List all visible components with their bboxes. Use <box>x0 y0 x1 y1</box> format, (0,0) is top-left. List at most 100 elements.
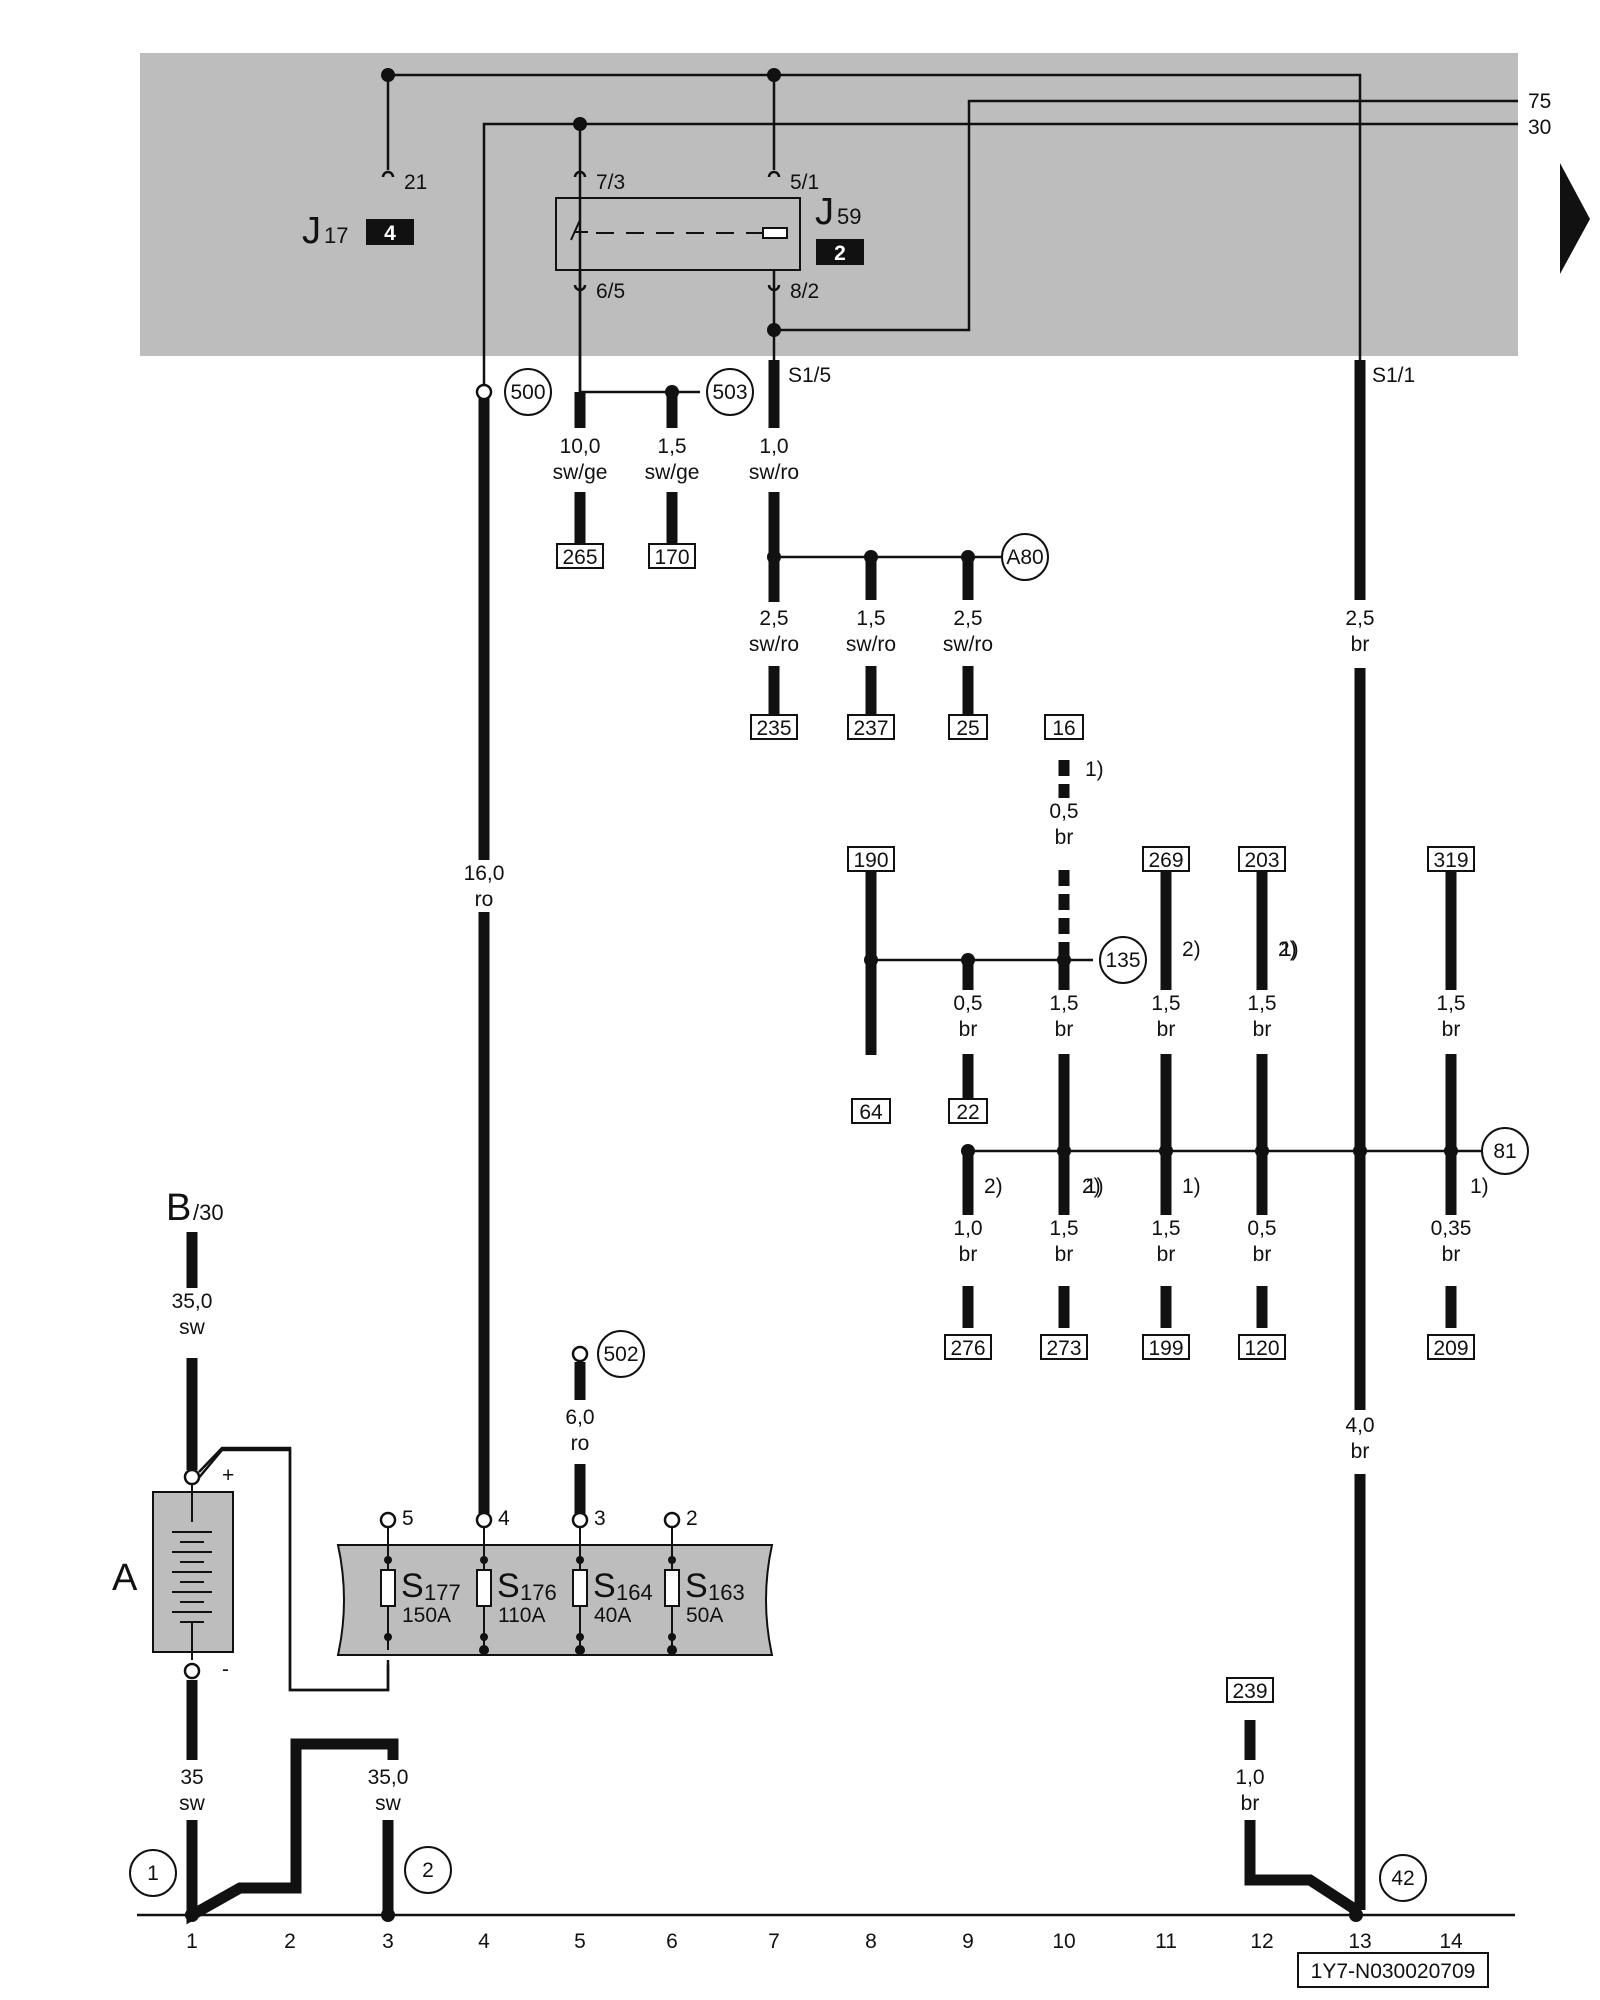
battery[interactable] <box>152 1484 234 1660</box>
footnote-mark: 1) <box>1085 1175 1104 1198</box>
footnote-mark: 1) <box>1470 1175 1489 1198</box>
junction <box>767 68 781 82</box>
wire-label: 1,0br <box>1222 1764 1278 1815</box>
box-ref[interactable]: 276 <box>944 1334 992 1360</box>
terminal <box>663 1511 681 1529</box>
wire-gauge: 1,5 <box>856 607 885 630</box>
wire-color: sw <box>179 1316 206 1339</box>
wire-label: 35,0 sw <box>164 1288 220 1339</box>
junction <box>961 550 975 564</box>
wire-gauge: 0,35 <box>1431 1217 1472 1240</box>
wire-color: br <box>1055 1243 1074 1266</box>
box-ref[interactable]: 120 <box>1238 1334 1286 1360</box>
source-subscript: /30 <box>193 1200 224 1225</box>
column-number: 10 <box>1052 1930 1075 1953</box>
j59-badge <box>816 239 864 265</box>
box-ref[interactable]: 170 <box>648 543 696 569</box>
box-ref[interactable]: 265 <box>556 543 604 569</box>
box-ref-label: 209 <box>1433 1337 1468 1360</box>
column-number: 12 <box>1250 1930 1273 1953</box>
circle-ref[interactable]: 502 <box>597 1330 645 1378</box>
doc-code: 1Y7-N030020709 <box>1311 1960 1476 1983</box>
box-ref-label: 235 <box>756 717 791 740</box>
wire-gauge: 4,0 <box>1345 1414 1374 1437</box>
box-ref[interactable]: 199 <box>1142 1334 1190 1360</box>
box-ref-label: 120 <box>1244 1337 1279 1360</box>
circle-ref-label: 503 <box>712 381 747 404</box>
junction <box>864 550 878 564</box>
branch-lines <box>196 390 1485 1692</box>
box-ref[interactable]: 239 <box>1226 1677 1274 1703</box>
box-ref[interactable]: 64 <box>851 1098 891 1124</box>
j59-pin-6-5: 6/5 <box>596 280 625 303</box>
box-ref[interactable]: 237 <box>847 714 895 740</box>
circle-ref[interactable]: 1 <box>129 1849 177 1897</box>
junction <box>1353 1144 1367 1158</box>
wire-color: br <box>1442 1018 1461 1041</box>
fuse-id: S <box>497 1567 520 1605</box>
terminal <box>571 1511 589 1529</box>
box-ref[interactable]: 273 <box>1040 1334 1088 1360</box>
footnote-mark: 2) <box>1182 938 1201 961</box>
circle-ref[interactable]: 135 <box>1099 936 1147 984</box>
fuse-subscript: 177 <box>424 1580 461 1605</box>
box-ref[interactable]: 209 <box>1427 1334 1475 1360</box>
box-ref-label: 170 <box>654 546 689 569</box>
circle-ref[interactable]: 2 <box>404 1846 452 1894</box>
column-number: 11 <box>1155 1930 1177 1953</box>
junction <box>665 385 679 399</box>
box-ref[interactable]: 203 <box>1238 846 1286 872</box>
continue-arrow-icon[interactable] <box>1560 163 1590 274</box>
wire-gauge: 1,5 <box>1247 992 1276 1015</box>
box-ref[interactable]: 319 <box>1427 846 1475 872</box>
terminal <box>379 1511 397 1529</box>
connector-s1-1: S1/1 <box>1372 364 1415 387</box>
column-number: 14 <box>1439 1930 1463 1953</box>
terminal <box>475 1511 493 1529</box>
terminal <box>475 383 493 401</box>
circle-ref[interactable]: 500 <box>504 368 552 416</box>
j59-badge-text: 2 <box>834 242 846 265</box>
j17-label: J <box>302 210 321 252</box>
box-ref[interactable]: 190 <box>847 846 895 872</box>
wire-gauge: 35,0 <box>172 1290 213 1313</box>
battery-sense-wire <box>198 1446 390 1692</box>
box-ref-label: 22 <box>956 1101 979 1124</box>
box-ref[interactable]: 16 <box>1044 714 1084 740</box>
wire-gauge: 1,5 <box>1436 992 1465 1015</box>
wire-color: sw <box>375 1792 402 1815</box>
wire-gauge: 0,5 <box>953 992 982 1015</box>
box-ref[interactable]: 25 <box>948 714 988 740</box>
wire-color: br <box>1157 1018 1176 1041</box>
circle-ref[interactable]: A80 <box>1001 533 1049 581</box>
wire-color: br <box>1055 1018 1074 1041</box>
fuse-pin: 2 <box>686 1507 698 1530</box>
junction <box>1159 1144 1173 1158</box>
battery-minus: - <box>222 1658 229 1681</box>
circle-ref[interactable]: 503 <box>706 368 754 416</box>
wire-gauge: 35 <box>180 1766 203 1789</box>
box-ref[interactable]: 22 <box>948 1098 988 1124</box>
box-ref[interactable]: 235 <box>750 714 798 740</box>
circle-ref-label: 2 <box>422 1859 434 1882</box>
wire-color: br <box>1351 633 1370 656</box>
wire-gauge: 6,0 <box>565 1406 594 1429</box>
junction <box>864 953 878 967</box>
wire-label: 2,5sw/ro <box>746 605 802 656</box>
column-number: 13 <box>1348 1930 1371 1953</box>
fuse-id: S <box>593 1567 616 1605</box>
circle-ref[interactable]: 42 <box>1379 1854 1427 1902</box>
wire-color: sw/ge <box>645 461 700 484</box>
wire-label: 1,0br <box>940 1215 996 1266</box>
circle-ref[interactable]: 81 <box>1481 1127 1529 1175</box>
wire-label: 1,5br <box>1234 990 1290 1041</box>
box-ref[interactable]: 269 <box>1142 846 1190 872</box>
wire-gauge: 0,5 <box>1247 1217 1276 1240</box>
relay-coil-icon <box>762 227 788 239</box>
wire-gauge: 16,0 <box>464 862 505 885</box>
